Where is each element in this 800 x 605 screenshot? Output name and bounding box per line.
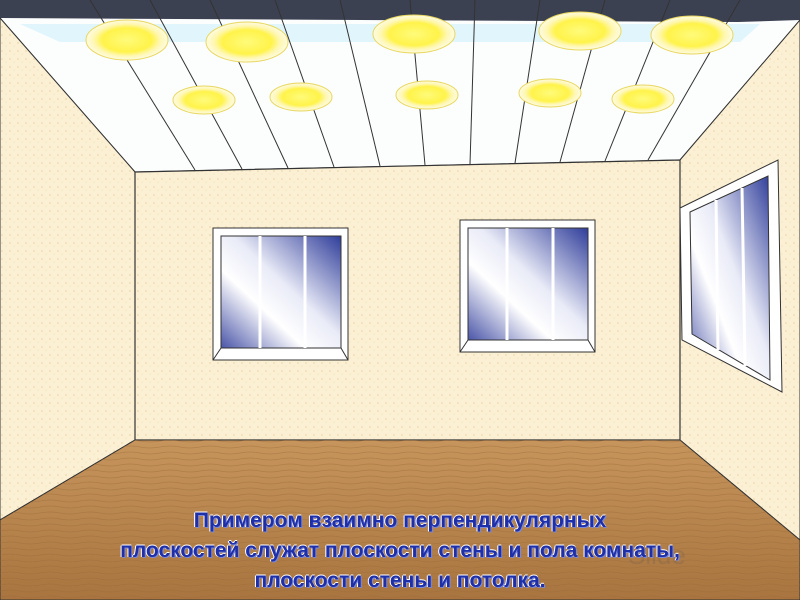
lamp (205, 21, 289, 63)
lamp (518, 78, 582, 108)
watermark: Slide (628, 540, 686, 570)
lamp (85, 19, 169, 61)
lamp (538, 11, 622, 51)
window-right (679, 159, 783, 393)
ceiling-lamps (85, 11, 734, 115)
lamp (650, 15, 734, 55)
lamp (395, 80, 459, 110)
window-center (459, 219, 596, 353)
lamp (269, 82, 333, 112)
caption-line-3: плоскости стены и потолка. (254, 569, 546, 592)
caption-line-2: плоскостей служат плоскости стены и пола… (120, 539, 680, 562)
caption-line-1: Примером взаимно перпендикулярных (193, 509, 607, 532)
window-left (212, 227, 349, 361)
lamp (172, 85, 236, 115)
floor-grain (0, 440, 800, 600)
lamp (372, 14, 456, 54)
caption: Примером взаимно перпендикулярных плоско… (0, 506, 800, 596)
lamp (611, 84, 675, 114)
